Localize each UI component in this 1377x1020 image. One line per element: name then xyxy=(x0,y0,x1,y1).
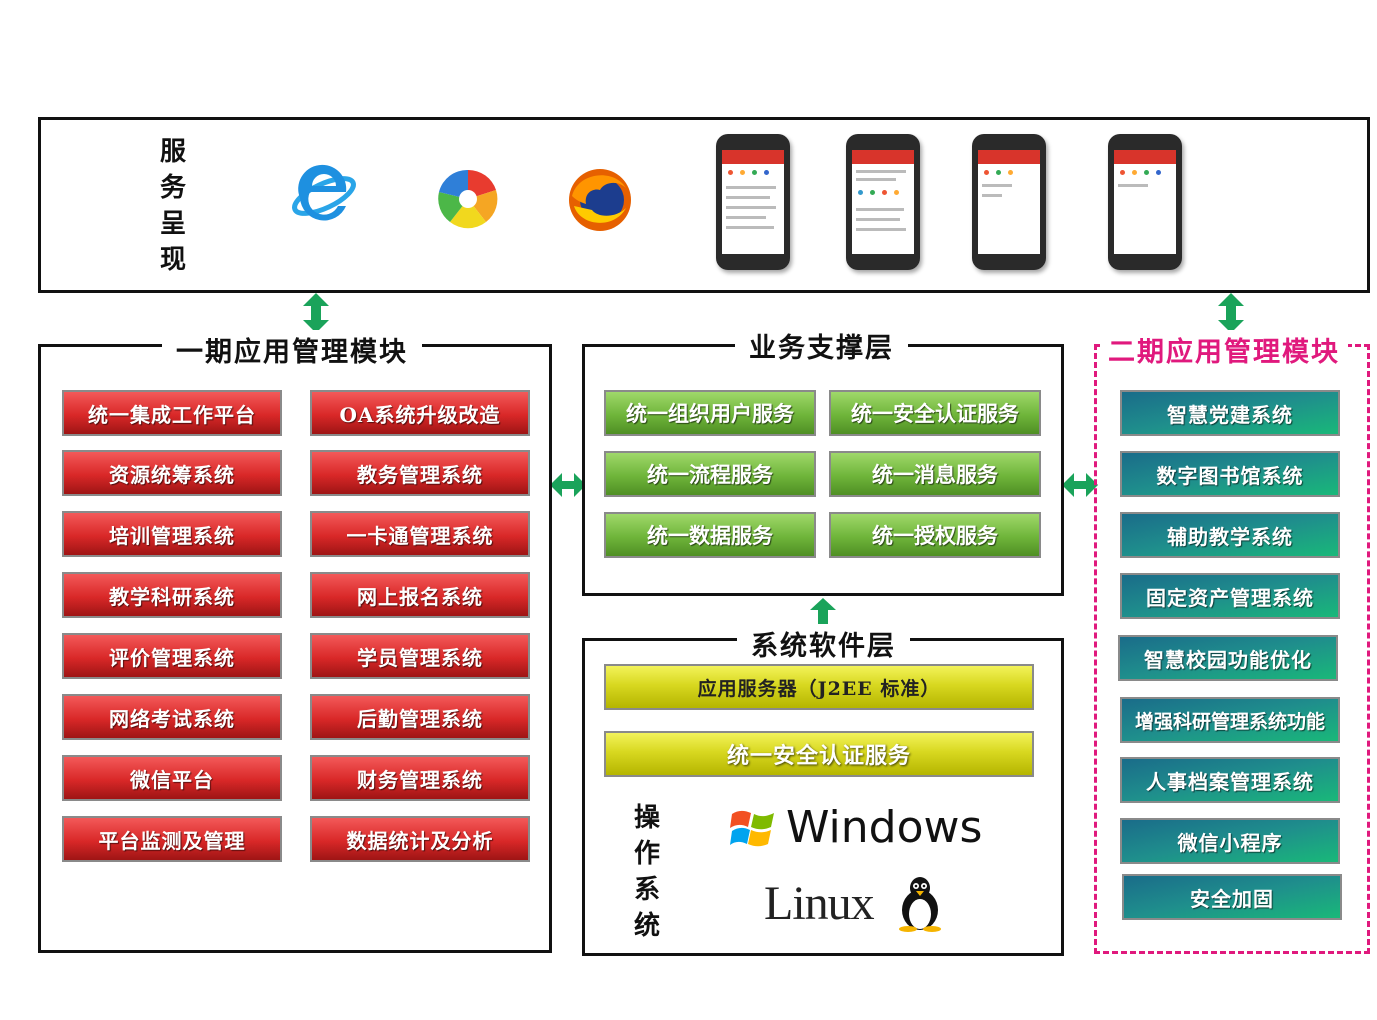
phase1-title: 一期应用管理模块 xyxy=(162,330,422,369)
phase1-module[interactable]: 网上报名系统 xyxy=(310,572,530,618)
phase2-module[interactable]: 智慧校园功能优化 xyxy=(1118,635,1338,681)
phase2-module[interactable]: 辅助教学系统 xyxy=(1120,512,1340,558)
phase2-title: 二期应用管理模块 xyxy=(1100,330,1348,369)
app-server-box[interactable]: 应用服务器（J2EE 标准） xyxy=(604,664,1034,710)
phase1-module[interactable]: 财务管理系统 xyxy=(310,755,530,801)
business-service[interactable]: 统一流程服务 xyxy=(604,451,816,497)
phase1-module[interactable]: 教务管理系统 xyxy=(310,450,530,496)
business-service[interactable]: 统一消息服务 xyxy=(829,451,1041,497)
phase2-module[interactable]: 固定资产管理系统 xyxy=(1120,573,1340,619)
phase2-module[interactable]: 微信小程序 xyxy=(1120,818,1340,864)
phase2-module[interactable]: 数字图书馆系统 xyxy=(1120,451,1340,497)
phase1-module[interactable]: 教学科研系统 xyxy=(62,572,282,618)
phase2-module[interactable]: 智慧党建系统 xyxy=(1120,390,1340,436)
firefox-icon xyxy=(569,169,631,231)
phase1-module[interactable]: 学员管理系统 xyxy=(310,633,530,679)
presentation-label: 服 务 呈 现 xyxy=(159,137,186,275)
business-service[interactable]: 统一授权服务 xyxy=(829,512,1041,558)
phase2-module[interactable]: 安全加固 xyxy=(1122,874,1342,920)
security-service-box[interactable]: 统一安全认证服务 xyxy=(604,731,1034,777)
phase1-module[interactable]: 资源统筹系统 xyxy=(62,450,282,496)
mobile-app-screen-icon xyxy=(1108,134,1182,270)
360-browser-icon xyxy=(438,169,498,229)
mobile-app-screen-icon xyxy=(846,134,920,270)
windows-logo-icon xyxy=(730,810,774,847)
phase1-module[interactable]: 平台监测及管理 xyxy=(62,816,282,862)
business-service[interactable]: 统一数据服务 xyxy=(604,512,816,558)
phase1-module[interactable]: 培训管理系统 xyxy=(62,511,282,557)
windows-text: Windows xyxy=(786,802,983,853)
linux-text: Linux xyxy=(764,877,875,930)
phase1-module[interactable]: 统一集成工作平台 xyxy=(62,390,282,436)
phase2-module[interactable]: 人事档案管理系统 xyxy=(1120,757,1340,803)
horizontal-double-arrow-icon xyxy=(550,473,586,497)
software-layer-title: 系统软件层 xyxy=(737,624,910,663)
phase1-module[interactable]: 一卡通管理系统 xyxy=(310,511,530,557)
phase1-module[interactable]: 后勤管理系统 xyxy=(310,694,530,740)
phase2-module[interactable]: 增强科研管理系统功能 xyxy=(1120,697,1340,743)
phase1-module[interactable]: 评价管理系统 xyxy=(62,633,282,679)
horizontal-double-arrow-icon xyxy=(1062,473,1098,497)
vertical-double-arrow-icon xyxy=(1218,293,1244,333)
vertical-double-arrow-icon xyxy=(303,293,329,333)
mobile-app-screen-icon xyxy=(716,134,790,270)
phase1-module[interactable]: OA系统升级改造 xyxy=(310,390,530,436)
mobile-app-screen-icon xyxy=(972,134,1046,270)
business-service[interactable]: 统一组织用户服务 xyxy=(604,390,816,436)
phase1-module[interactable]: 数据统计及分析 xyxy=(310,816,530,862)
ie-browser-icon xyxy=(292,164,356,221)
tux-penguin-icon xyxy=(899,877,941,932)
phase1-module[interactable]: 网络考试系统 xyxy=(62,694,282,740)
phase1-module[interactable]: 微信平台 xyxy=(62,755,282,801)
os-label: 操 作 系 统 xyxy=(633,803,660,941)
business-layer-title: 业务支撑层 xyxy=(735,326,908,365)
business-service[interactable]: 统一安全认证服务 xyxy=(829,390,1041,436)
